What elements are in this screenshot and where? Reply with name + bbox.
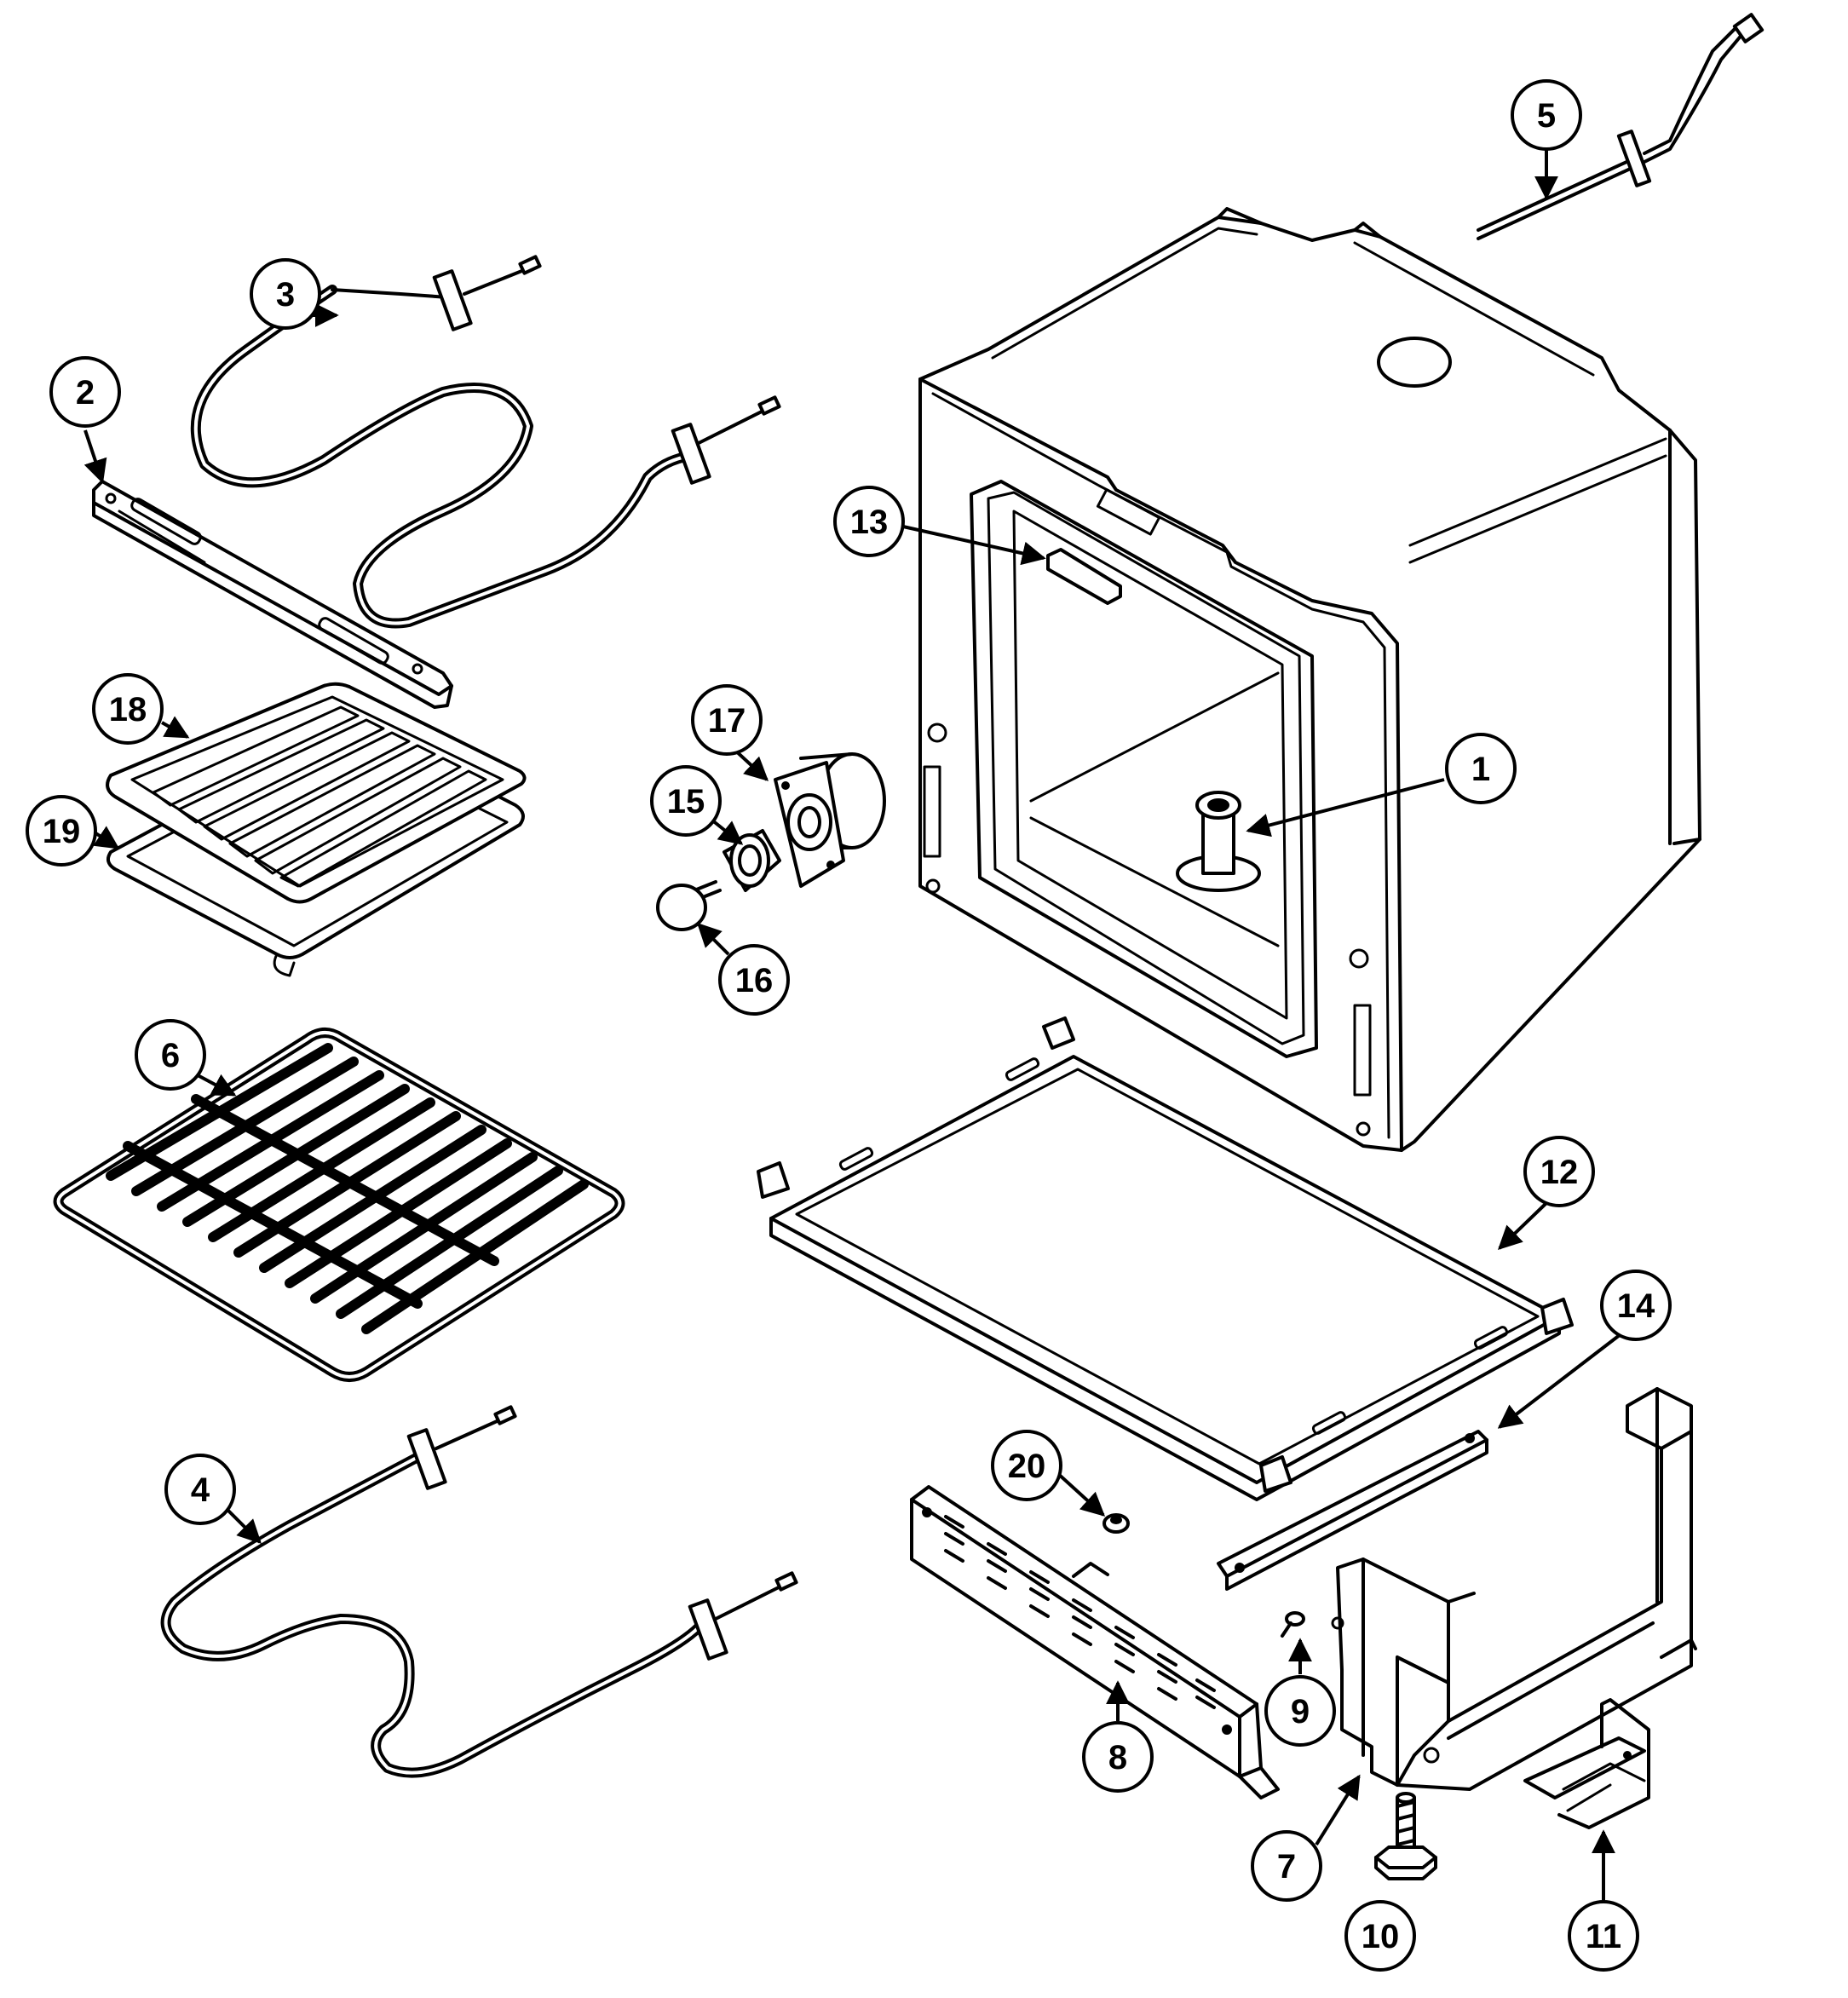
element-bracket-part <box>92 480 453 709</box>
callout-19-label: 19 <box>43 813 81 850</box>
sensor-holder-part <box>1176 791 1261 892</box>
callout-19: 19 <box>26 795 97 867</box>
callout-16-label: 16 <box>735 962 774 999</box>
side-trim-strip-part <box>1217 1430 1488 1591</box>
callout-18-label: 18 <box>109 691 147 728</box>
callout-17-label: 17 <box>708 702 746 740</box>
vent-slots <box>944 1515 1216 1709</box>
top-port-hole <box>1377 337 1452 388</box>
callout-13: 13 <box>833 486 905 557</box>
callout-17: 17 <box>691 684 763 756</box>
broiler-pan-part <box>106 682 527 977</box>
callout-20-label: 20 <box>1008 1448 1046 1485</box>
callout-15-label: 15 <box>667 783 705 821</box>
callout-15: 15 <box>650 765 722 837</box>
callout-14-label: 14 <box>1617 1287 1655 1325</box>
callout-4: 4 <box>164 1454 236 1525</box>
anti-tip-bracket-part <box>1523 1698 1650 1829</box>
callout-20: 20 <box>991 1430 1062 1501</box>
callout-14: 14 <box>1600 1270 1672 1341</box>
leveling-leg-part <box>1374 1792 1437 1880</box>
callout-9-label: 9 <box>1291 1693 1310 1730</box>
callout-6-label: 6 <box>161 1037 180 1074</box>
callout-1-label: 1 <box>1471 751 1490 788</box>
callout-10: 10 <box>1344 1900 1416 1972</box>
oven-rack-rods <box>106 1043 589 1334</box>
callout-7: 7 <box>1251 1830 1322 1902</box>
callout-8: 8 <box>1082 1721 1154 1793</box>
callout-6: 6 <box>135 1019 206 1091</box>
callout-2: 2 <box>49 356 121 428</box>
callout-4-label: 4 <box>191 1471 210 1509</box>
callout-11: 11 <box>1568 1900 1639 1972</box>
side-brace-part <box>1331 1387 1697 1791</box>
oven-light-assembly <box>656 752 886 931</box>
screw-part <box>1281 1611 1305 1638</box>
callout-13-label: 13 <box>850 504 889 541</box>
broil-element-part <box>190 255 781 629</box>
callout-1: 1 <box>1445 733 1517 804</box>
callout-12: 12 <box>1523 1136 1595 1207</box>
callout-7-label: 7 <box>1277 1848 1296 1886</box>
callout-18: 18 <box>92 673 164 745</box>
bake-element-part <box>160 1405 798 1778</box>
callout-16: 16 <box>718 944 790 1016</box>
callout-5-label: 5 <box>1537 97 1556 135</box>
callout-9: 9 <box>1264 1675 1336 1747</box>
callout-11-label: 11 <box>1586 1918 1621 1955</box>
nut-part <box>1102 1513 1130 1534</box>
callout-2-label: 2 <box>76 374 95 412</box>
oven-cavity <box>918 207 1701 1152</box>
oven-bottom-tray-part <box>757 1016 1574 1501</box>
broiler-insert-ridges <box>152 705 487 888</box>
callout-5: 5 <box>1511 79 1582 151</box>
callout-12-label: 12 <box>1540 1154 1579 1191</box>
callout-8-label: 8 <box>1108 1739 1127 1776</box>
leader-lines <box>83 138 1629 1904</box>
oven-rack-part <box>53 1028 625 1382</box>
callout-3: 3 <box>250 258 321 330</box>
callout-3-label: 3 <box>276 276 295 314</box>
callout-10-label: 10 <box>1362 1918 1400 1955</box>
rating-label-plate <box>1046 548 1122 605</box>
vent-panel-part <box>910 1485 1280 1799</box>
